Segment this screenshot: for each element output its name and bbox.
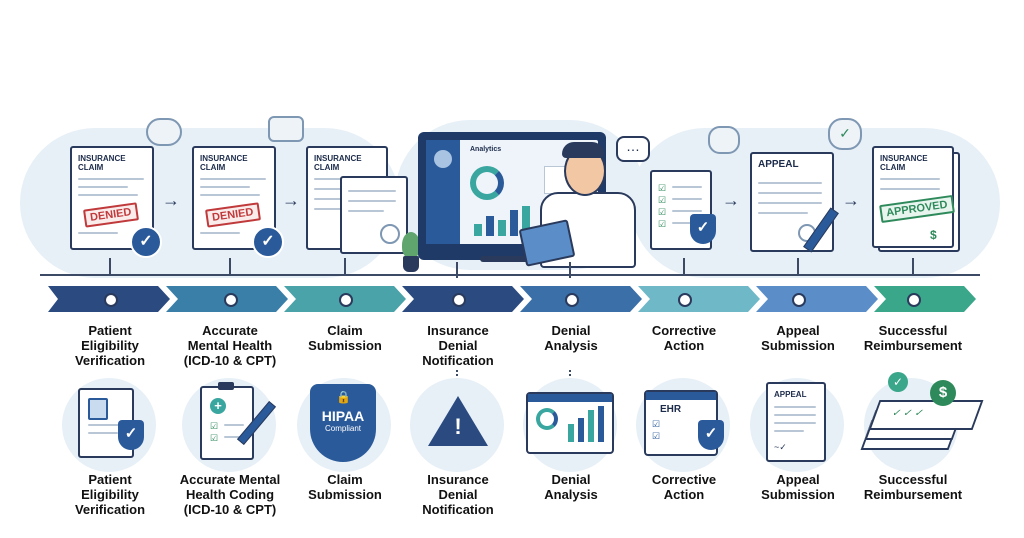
timeline-dot [339,293,353,307]
doc-title: INSURANCE CLAIM [200,154,248,172]
timeline-tick [344,258,346,274]
timeline-dot [678,293,692,307]
arrow-right-icon: → [162,190,180,210]
doc-title: INSURANCE CLAIM [880,154,928,172]
bottom-label-appeal: Appeal Submission [761,472,835,502]
bottom-label-claim-submission: Claim Submission [308,472,382,502]
plant-icon [398,232,424,276]
step-label-denial-analysis: Denial Analysis [544,323,598,353]
approved-stamp: APPROVED [879,194,955,224]
timeline-chevron-band [48,286,976,312]
check-badge-icon: ✓ [130,226,162,258]
dollar-icon: $ [930,228,937,242]
insurance-claim-approved: INSURANCE CLAIM APPROVED $ [872,146,955,248]
check-badge-icon: ✓ [252,226,284,258]
check-circle-icon: ✓ [888,372,908,392]
bottom-label-reimbursement: Successful Reimbursement [863,472,963,502]
bottom-label-eligibility: Patient Eligibility Verification [74,472,146,517]
analytics-title: Analytics [470,146,502,153]
timeline-tick [229,258,231,274]
bottom-label-corrective-action: Corrective Action [651,472,717,502]
bottom-label-coding: Accurate Mental Health Coding (ICD-10 & … [179,472,281,517]
brain-icon [146,118,182,146]
timeline-tick [912,258,914,274]
speech-bubble-dots-icon: … [616,136,650,162]
timeline-tick [797,258,799,274]
bar-chart-icon [470,202,540,236]
step-label-reimbursement: Successful Reimbursement [863,323,963,353]
analytics-window-icon [526,392,614,454]
arrow-right-icon: → [282,190,300,210]
alert-triangle-icon [428,396,488,446]
brain-gear-icon [708,126,740,154]
timeline-dot [565,293,579,307]
timeline-dot [907,293,921,307]
chat-bubble-icon [268,116,304,142]
hipaa-shield-icon: 🔒 HIPAA Compliant [310,384,376,462]
timeline-tick [683,258,685,274]
ehr-title: EHR [660,404,682,415]
alert-exclamation: ! [454,414,462,439]
timeline-dot [452,293,466,307]
timeline-tick [569,262,571,278]
shield-check-icon: ✓ [698,420,724,450]
medical-clipboard-icon: + ☑☑ [200,382,254,460]
denied-stamp: DENIED [83,202,139,228]
appeal-title: APPEAL [758,159,799,170]
timeline-tick [456,262,458,278]
shield-check-icon: ✓ [690,214,716,244]
user-avatar-icon [434,150,452,168]
bottom-label-denial-analysis: Denial Analysis [544,472,598,502]
step-label-corrective-action: Corrective Action [651,323,717,353]
doc-title: INSURANCE CLAIM [314,154,362,172]
bottom-label-denial-notification: Insurance Denial Notification [422,472,494,517]
hipaa-subtitle: Compliant [324,424,361,433]
doc-title: INSURANCE CLAIM [78,154,126,172]
step-label-appeal: Appeal Submission [761,323,835,353]
timeline-dot [104,293,118,307]
step-label-denial-notification: Insurance Denial Notification [422,323,494,368]
shield-check-icon: ✓ [118,420,144,450]
appeal-document-icon: APPEAL ~✓ [766,382,826,462]
appeal-icon-title: APPEAL [774,390,807,399]
timeline-dot [224,293,238,307]
lock-icon: 🔒 [336,390,351,404]
arrow-right-icon: → [722,190,740,210]
claim-attachment-scroll [340,176,408,254]
timeline-line [40,274,980,276]
step-label-coding: Accurate Mental Health (ICD-10 & CPT) [183,323,277,368]
step-label-eligibility: Patient Eligibility Verification [74,323,146,368]
denied-stamp: DENIED [205,202,261,228]
timeline-dot [792,293,806,307]
timeline-tick [109,258,111,274]
hands-check-icon: ✓ [828,118,862,150]
donut-chart-icon [470,166,504,200]
dollar-coin-icon: $ [930,380,956,406]
hipaa-title: HIPAA [321,408,365,424]
step-label-claim-submission: Claim Submission [308,323,382,353]
arrow-right-icon: → [842,190,860,210]
